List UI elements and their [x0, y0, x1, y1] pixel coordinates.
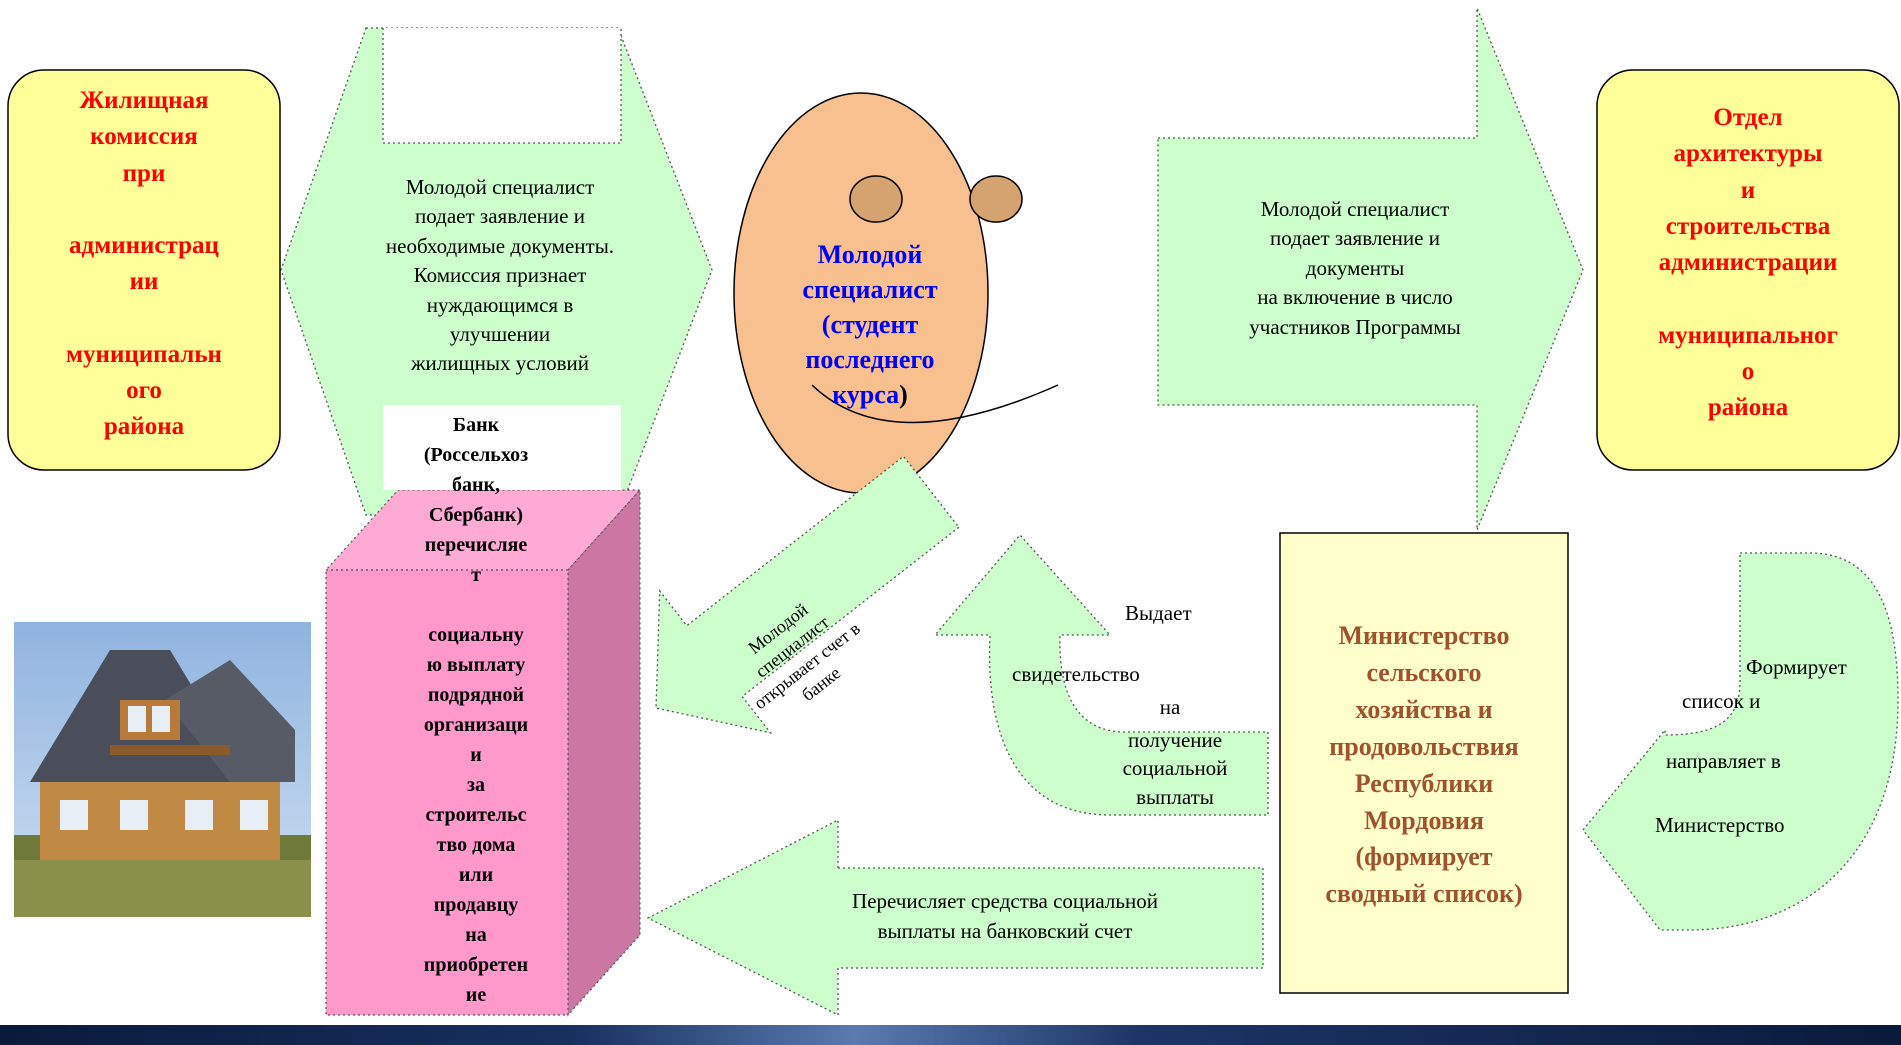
bank-label-tab [383, 405, 621, 490]
forms-list-text-3: направляет в [1666, 749, 1781, 773]
face-label: Молодой специалист (студент последнего к… [790, 202, 950, 413]
certificate-text-2: свидетельство [1012, 662, 1140, 686]
face-right-eye [969, 175, 1023, 223]
forms-list-text-1: Формирует [1746, 655, 1847, 679]
face-label-paren: ) [899, 380, 908, 410]
bank-box-side [567, 488, 641, 1017]
face-smile [811, 384, 1059, 424]
bank-label: Банк (Россельхоз банк, Сбербанк) перечис… [423, 414, 529, 1006]
apply-commission-text: Молодой специалист подает заявление и не… [385, 175, 615, 376]
certificate-text-4: получение социальной выплаты [1122, 728, 1228, 809]
apply-program-text: Молодой специалист подает заявление и до… [1249, 197, 1461, 339]
architecture-box [1596, 69, 1900, 471]
certificate-arrow [933, 534, 1269, 816]
face-left-eye [849, 175, 903, 223]
forms-list-text-4: Министерство [1655, 813, 1785, 837]
bank-box-front [325, 569, 569, 1016]
transfer-arrow [646, 818, 1264, 1017]
commission-box [7, 69, 281, 471]
bottom-bar [0, 1025, 1901, 1045]
architecture-label: Отдел архитектуры и строительства админи… [1658, 104, 1838, 421]
commission-label: Жилищная комиссия при администрац ии мун… [66, 87, 222, 441]
apply-commission-notch [383, 28, 621, 143]
transfer-text: Перечисляет средства социальной выплаты … [852, 889, 1158, 944]
forms-list-arrow [1582, 552, 1899, 931]
house-photo [14, 622, 311, 917]
certificate-text-3: на [1159, 695, 1181, 719]
open-account-arrow [655, 455, 960, 734]
face-label-text: Молодой специалист (студент последнего к… [802, 240, 938, 410]
ministry-label: Министерство сельского хозяйства и продо… [1325, 621, 1523, 909]
ministry-box [1279, 532, 1569, 994]
apply-program-arrow [1157, 7, 1584, 531]
certificate-text-1: Выдает [1125, 601, 1192, 625]
forms-list-text-2: список и [1682, 689, 1761, 713]
